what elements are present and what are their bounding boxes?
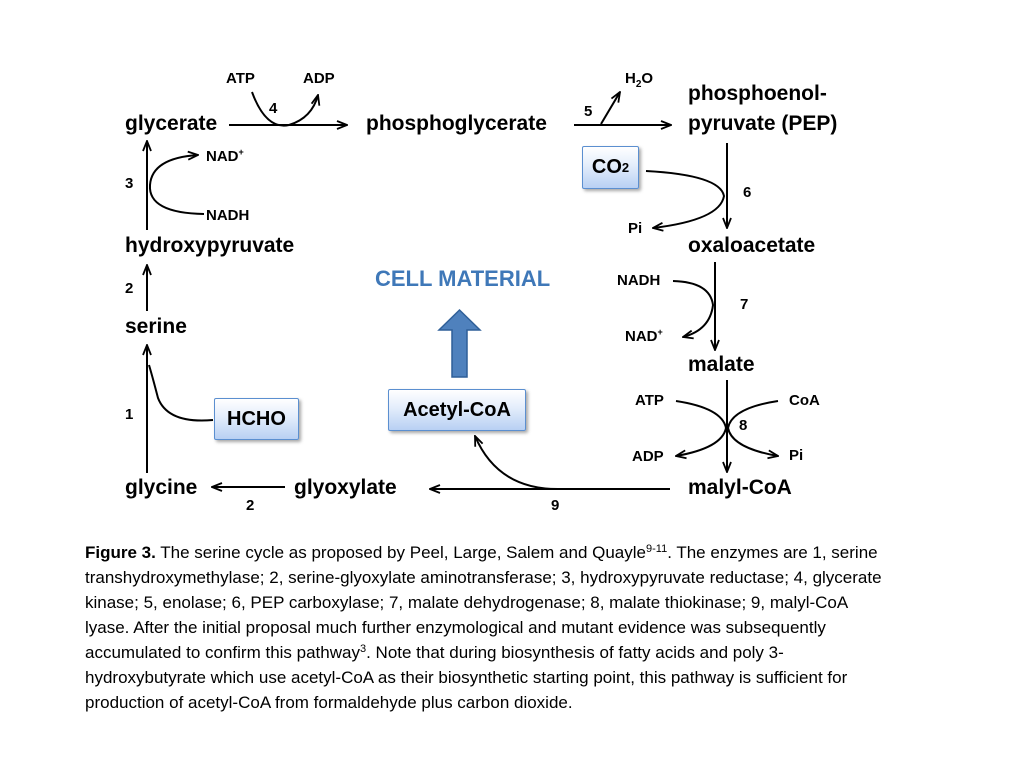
step-number-5: 5 bbox=[584, 103, 593, 120]
cell-material-arrow bbox=[437, 308, 482, 378]
step-number-1: 1 bbox=[125, 406, 134, 423]
caption-ref-1: 9-11 bbox=[646, 543, 668, 555]
arrow-atp-adp-top bbox=[251, 91, 318, 127]
caption-text-2: . The enzymes are 1, serine transhydroxy… bbox=[85, 543, 882, 662]
caption-text-3: . Note that during biosynthesis of fatty… bbox=[85, 643, 848, 712]
metabolite-oxaloacetate: oxaloacetate bbox=[688, 234, 816, 257]
cofactor-pi-mid: Pi bbox=[628, 220, 643, 237]
cofactor-atp-top: ATP bbox=[226, 70, 255, 87]
cofactor-nadh-right: NADH bbox=[617, 272, 661, 289]
caption-label: Figure 3. bbox=[85, 543, 156, 562]
caption-text-1: The serine cycle as proposed by Peel, La… bbox=[155, 543, 646, 562]
cell-material-label: CELL MATERIAL bbox=[375, 266, 551, 291]
caption-ref-2: 3 bbox=[359, 643, 367, 655]
metabolite-glycerate: glycerate bbox=[125, 112, 218, 135]
step-number-8: 8 bbox=[739, 417, 748, 434]
figure-caption: Figure 3. The serine cycle as proposed b… bbox=[85, 540, 885, 715]
pathway-arrows bbox=[0, 0, 1024, 530]
step-number-3: 3 bbox=[125, 175, 134, 192]
arrow-co2-pi bbox=[645, 170, 726, 228]
step-number-6: 6 bbox=[743, 184, 752, 201]
step-number-2-bottom: 2 bbox=[246, 497, 255, 514]
metabolite-glycine: glycine bbox=[125, 476, 198, 499]
step-number-2-left: 2 bbox=[125, 280, 134, 297]
metabolite-serine: serine bbox=[125, 315, 187, 338]
metabolite-malate: malate bbox=[688, 353, 755, 376]
hcho-box: HCHO bbox=[214, 398, 299, 440]
step-number-4: 4 bbox=[269, 100, 278, 117]
step-number-9: 9 bbox=[551, 497, 560, 514]
cofactor-nad-plus-top: NAD+ bbox=[206, 147, 244, 165]
metabolite-phosphoglycerate: phosphoglycerate bbox=[366, 112, 547, 135]
arrow-to-acetyl-coa bbox=[475, 436, 561, 491]
arrow-coa-pi-bottom bbox=[726, 400, 778, 456]
metabolite-hydroxypyruvate: hydroxypyruvate bbox=[125, 234, 295, 257]
arrow-nadh-nad-left bbox=[148, 155, 205, 215]
arrow-h2o bbox=[600, 92, 620, 125]
cofactor-adp-bottom: ADP bbox=[632, 448, 664, 465]
step-number-7: 7 bbox=[740, 296, 749, 313]
arrow-hcho-in bbox=[148, 364, 214, 422]
metabolite-glyoxylate: glyoxylate bbox=[294, 476, 397, 499]
arrow-atp-adp-bottom bbox=[676, 400, 728, 456]
cofactor-atp-bottom: ATP bbox=[635, 392, 664, 409]
cofactor-coa-bottom: CoA bbox=[789, 392, 820, 409]
cofactor-adp-top: ADP bbox=[303, 70, 335, 87]
metabolite-pep-line2: pyruvate (PEP) bbox=[688, 112, 838, 135]
metabolite-malyl-coa: malyl-CoA bbox=[688, 476, 792, 499]
metabolite-pep-line1: phosphoenol- bbox=[688, 82, 827, 105]
serine-cycle-diagram: glycerate phosphoglycerate phosphoenol- … bbox=[0, 0, 1024, 530]
cofactor-nadh-left: NADH bbox=[206, 207, 250, 224]
cofactor-nad-plus-right: NAD+ bbox=[625, 327, 663, 345]
cofactor-pi-bottom: Pi bbox=[789, 447, 804, 464]
acetyl-coa-box: Acetyl-CoA bbox=[388, 389, 526, 431]
cofactor-h2o: H2O bbox=[625, 70, 654, 90]
arrow-nadh-nad bbox=[672, 280, 715, 337]
